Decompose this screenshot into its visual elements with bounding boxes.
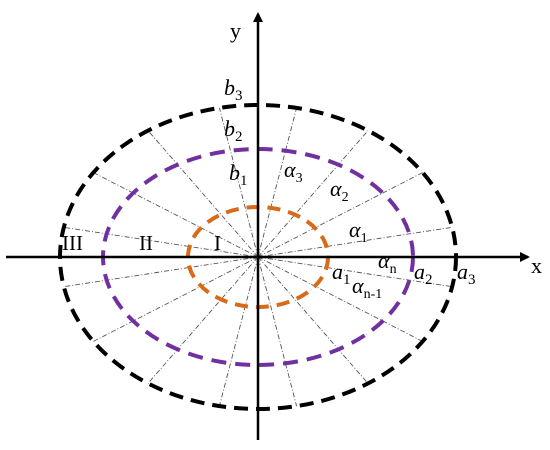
radial-line: [257, 130, 369, 258]
alpha-3-label: α3: [284, 157, 303, 186]
radial-line: [93, 256, 259, 342]
b1-label: b1: [229, 160, 248, 189]
alpha-2-label: α2: [330, 176, 349, 205]
x-axis-label: x: [531, 253, 542, 278]
radial-line: [218, 107, 259, 258]
region-label-2: II: [139, 231, 153, 255]
radial-line: [257, 226, 453, 258]
radial-lines: [63, 107, 453, 407]
radial-line: [257, 256, 298, 407]
radial-line: [257, 172, 423, 258]
alpha-n-minus-1-label: αn-1: [352, 273, 382, 302]
radial-line: [63, 256, 259, 288]
radial-line: [93, 172, 259, 258]
radial-line: [257, 107, 298, 258]
radial-line: [218, 256, 259, 407]
alpha-1-label: α1: [349, 217, 368, 246]
b2-label: b2: [224, 116, 243, 145]
radial-line: [257, 256, 369, 384]
a3-label: a3: [457, 259, 476, 288]
b3-label: b3: [224, 75, 243, 104]
radial-line: [63, 226, 259, 258]
a2-label: a2: [414, 259, 433, 288]
radial-line: [147, 256, 259, 384]
a1-label: a1: [332, 259, 351, 288]
region-label-3: III: [62, 231, 83, 255]
alpha-n-label: αn: [378, 248, 397, 277]
region-label-1: I: [214, 231, 221, 255]
y-axis-label: y: [230, 18, 241, 43]
radial-line: [257, 256, 423, 342]
radial-line: [257, 256, 453, 288]
radial-line: [147, 130, 259, 258]
